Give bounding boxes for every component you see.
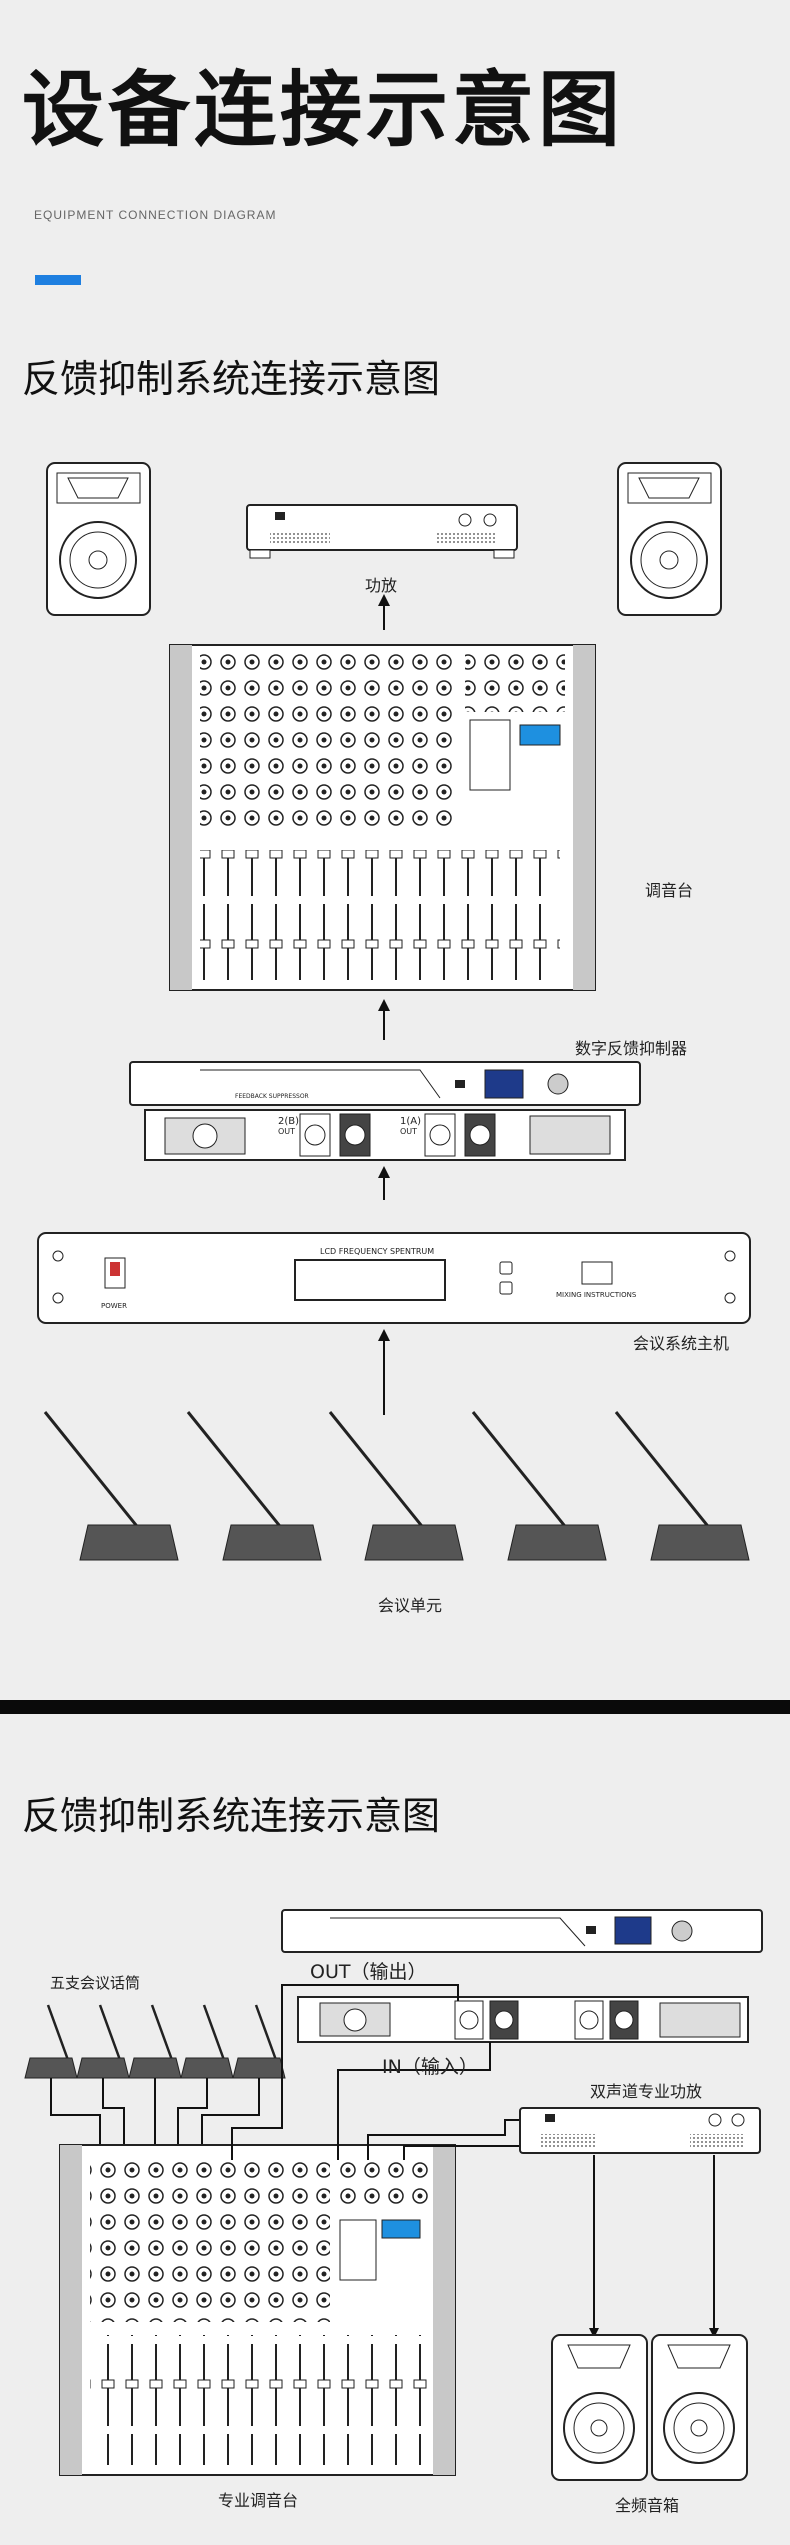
- power-label: POWER: [101, 1302, 127, 1310]
- s2-suppressor: [281, 1909, 763, 2043]
- label-conference-units: 会议单元: [378, 1596, 443, 1615]
- s2-mixer: [59, 2144, 456, 2476]
- feedback-suppressor: FEEDBACK SUPPRESSOR 2(B) OUT 1(A) OUT: [129, 1061, 641, 1161]
- label-s2-speakers: 全频音箱: [615, 2496, 680, 2515]
- conference-unit-3: [328, 1411, 464, 1561]
- mixer: [169, 644, 596, 991]
- section1-diagram: FEEDBACK SUPPRESSOR 2(B) OUT 1(A) OUT PO…: [37, 462, 751, 1561]
- conference-unit-2: [186, 1411, 322, 1561]
- label-s2-in: IN（输入）: [382, 2056, 478, 2078]
- label-suppressor: 数字反馈抑制器: [575, 1039, 688, 1058]
- speaker-left: [46, 462, 151, 616]
- s2-speaker-left: [551, 2334, 648, 2481]
- s2-mic-cables: [50, 2078, 260, 2160]
- ch2-label: 2(B): [278, 1116, 299, 1127]
- label-s2-mixer: 专业调音台: [218, 2491, 299, 2510]
- label-s2-amplifier: 双声道专业功放: [590, 2082, 703, 2101]
- section1-title: 反馈抑制系统连接示意图: [22, 357, 441, 401]
- ch1-label: 1(A): [400, 1116, 421, 1127]
- s2-signal-cables: [231, 1984, 715, 2330]
- accent-bar: [35, 275, 81, 285]
- s2-mics: [24, 2004, 286, 2079]
- conference-unit-1: [43, 1411, 179, 1561]
- label-s2-out: OUT（输出）: [310, 1961, 427, 1983]
- ch1-out-label: OUT: [400, 1127, 417, 1136]
- section2-title: 反馈抑制系统连接示意图: [22, 1794, 441, 1838]
- amplifier: [246, 504, 518, 559]
- ch2-out-label: OUT: [278, 1127, 295, 1136]
- page-subtitle: EQUIPMENT CONNECTION DIAGRAM: [34, 208, 277, 222]
- label-conference-host: 会议系统主机: [633, 1334, 730, 1353]
- label-amplifier: 功放: [365, 576, 398, 595]
- section-divider: [0, 1700, 790, 1714]
- label-mixer: 调音台: [645, 881, 694, 900]
- s2-amplifier: [519, 2107, 761, 2154]
- s2-speaker-right: [651, 2334, 748, 2481]
- conference-host: POWER LCD FREQUENCY SPENTRUM MIXING INST…: [37, 1232, 751, 1324]
- suppressor-brand: FEEDBACK SUPPRESSOR: [235, 1093, 309, 1100]
- page-title: 设备连接示意图: [22, 63, 625, 158]
- label-s2-mics: 五支会议话筒: [50, 1974, 141, 1992]
- speaker-right: [617, 462, 722, 616]
- conference-unit-5: [614, 1411, 750, 1561]
- mixing-label: MIXING INSTRUCTIONS: [556, 1291, 637, 1299]
- conference-unit-4: [471, 1411, 607, 1561]
- lcd-label: LCD FREQUENCY SPENTRUM: [320, 1247, 434, 1256]
